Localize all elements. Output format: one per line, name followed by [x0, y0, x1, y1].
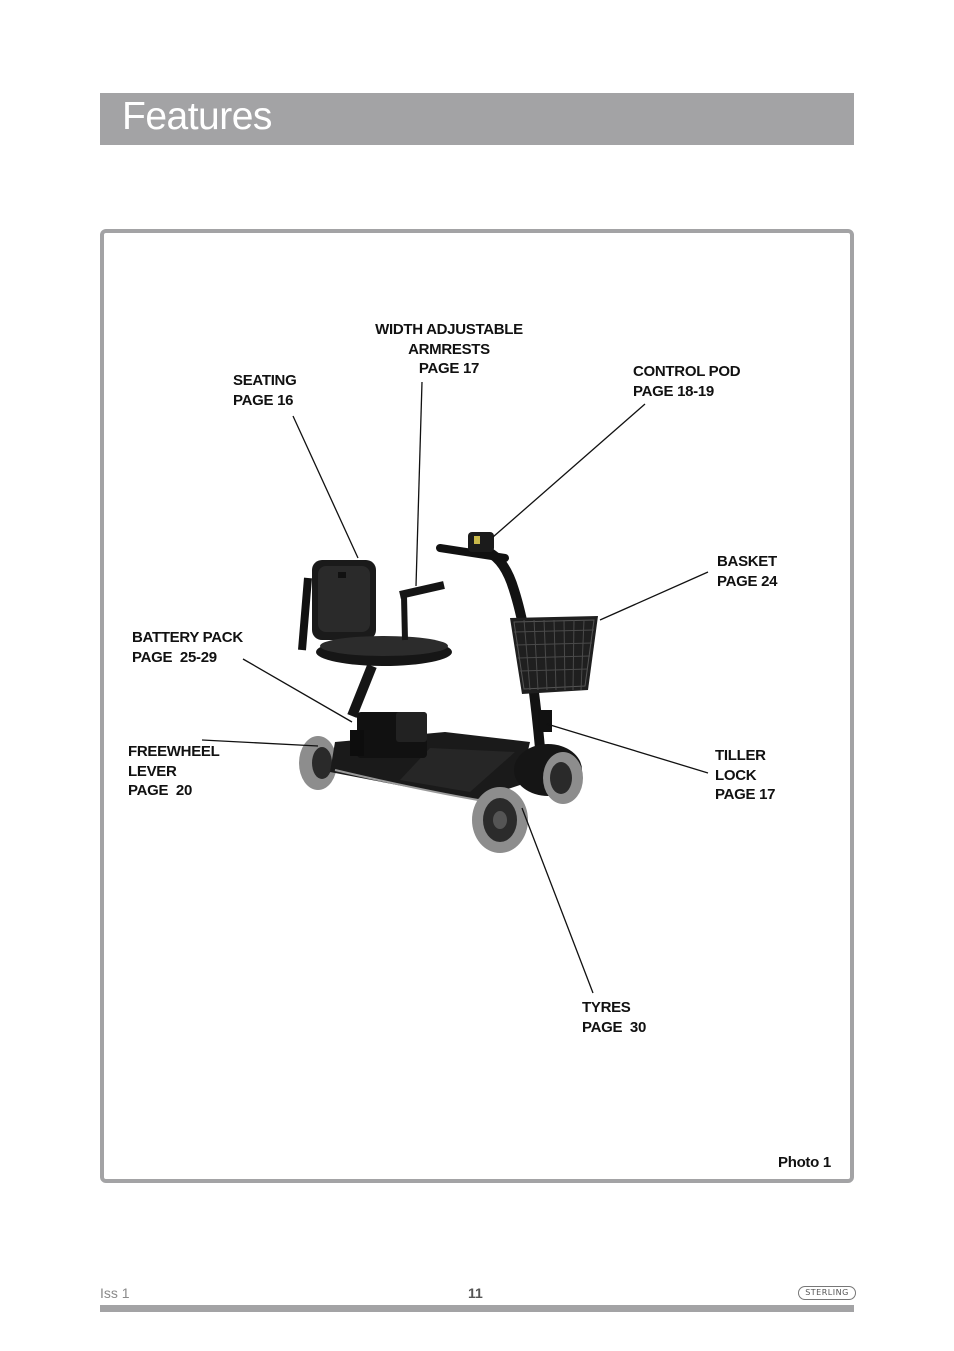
callout-freewheel-lever: FREEWHEEL LEVER PAGE 20 [128, 743, 220, 799]
callout-tyres: TYRES PAGE 30 [582, 999, 647, 1036]
front-wheel-left [472, 787, 528, 853]
callout-control-pod: CONTROL POD PAGE 18-19 [633, 363, 741, 400]
footer-rule [100, 1305, 854, 1312]
rear-wheel-left [299, 736, 337, 790]
callout-seating: SEATING PAGE 16 [233, 372, 297, 409]
callout-battery-pack: BATTERY PACK PAGE 25-29 [132, 629, 243, 666]
photo-caption: Photo 1 [778, 1154, 831, 1171]
callout-armrests: WIDTH ADJUSTABLE ARMRESTS PAGE 17 [375, 321, 523, 377]
brand-logo: STERLING [798, 1286, 856, 1300]
page-title: Features [122, 95, 272, 138]
front-wheel-right [543, 752, 583, 804]
callout-tiller-lock: TILLER LOCK PAGE 17 [715, 747, 776, 803]
leader-lines [201, 381, 709, 994]
seat [298, 560, 452, 666]
tiller [436, 532, 552, 749]
callout-basket: BASKET PAGE 24 [717, 553, 778, 590]
battery-pack [350, 712, 427, 758]
photo-frame [100, 229, 854, 1183]
title-bar: Features [100, 93, 854, 145]
issue-label: Iss 1 [100, 1285, 130, 1301]
basket [510, 616, 598, 694]
page-number: 11 [468, 1285, 483, 1301]
